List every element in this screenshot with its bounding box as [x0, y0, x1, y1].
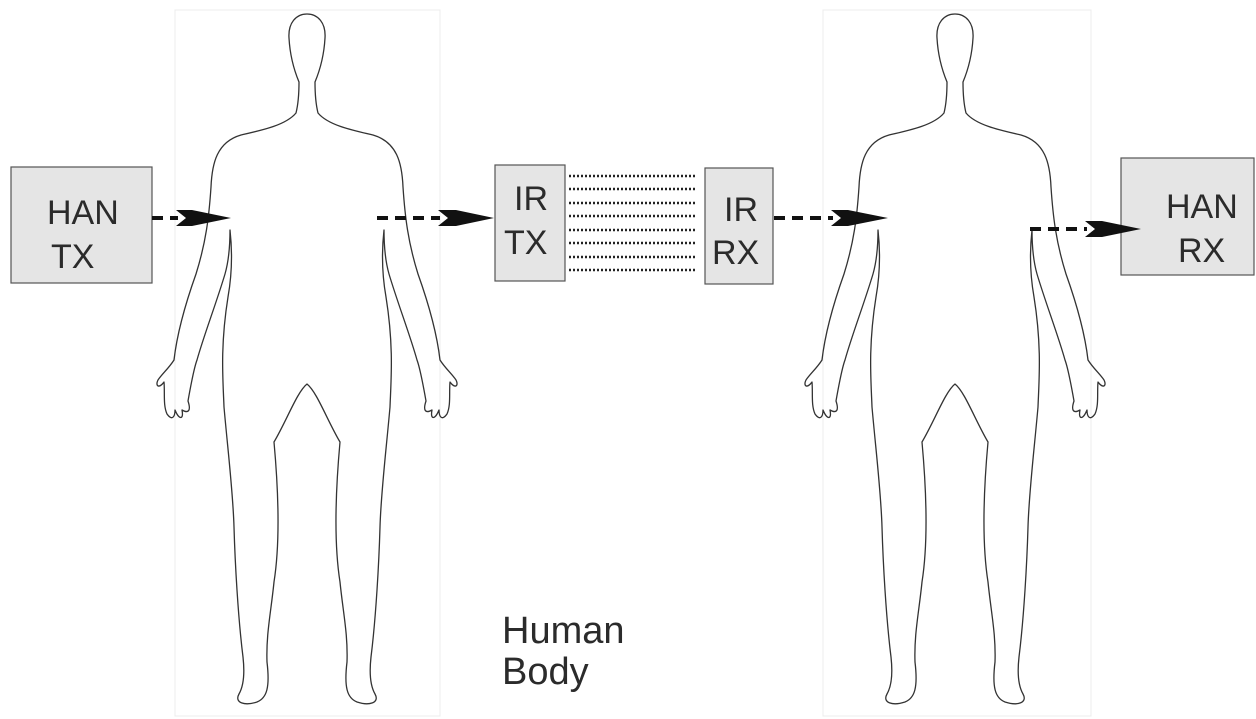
left-figure-panel [175, 10, 440, 716]
ir-tx-label-line2: TX [504, 224, 547, 262]
ir-tx-box: IR TX [495, 165, 565, 281]
human-body-caption: Human Body [502, 610, 625, 693]
han-tx-box: HAN TX [11, 167, 152, 283]
ir-optical-link [569, 176, 695, 270]
ir-rx-label-line2: RX [712, 234, 759, 272]
han-tx-label-line2: TX [51, 238, 94, 276]
caption-line1: Human [502, 610, 625, 652]
han-tx-label-line1: HAN [47, 194, 119, 232]
caption-line2: Body [502, 651, 589, 693]
ir-rx-box: IR RX [705, 168, 773, 284]
right-figure-panel [823, 10, 1091, 716]
han-rx-label-line1: HAN [1166, 188, 1238, 226]
ir-rx-label-line1: IR [724, 191, 758, 229]
han-rx-box: HAN RX [1121, 158, 1254, 275]
ir-tx-label-line1: IR [514, 180, 548, 218]
han-rx-label-line2: RX [1178, 232, 1225, 270]
